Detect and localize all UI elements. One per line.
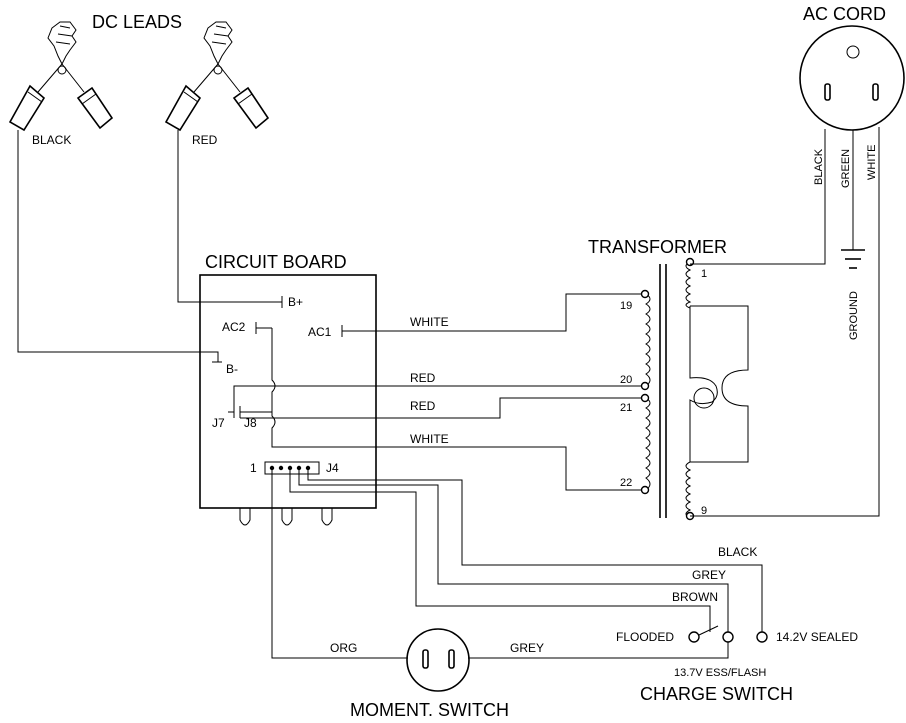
ground-label: GROUND [848, 291, 860, 340]
brown-switch-wire [289, 468, 711, 632]
sealed-label: 14.2V SEALED [776, 630, 858, 644]
white-wire-top-label: WHITE [410, 315, 449, 329]
circuit-board-title: CIRCUIT BOARD [205, 252, 347, 272]
transformer [645, 261, 749, 519]
red-lead-label: RED [192, 133, 218, 147]
j4-pin1-label: 1 [250, 461, 257, 475]
terminal-1-label: 1 [701, 268, 707, 280]
ac2-label: AC2 [222, 320, 246, 334]
grey-bottom-label: GREY [510, 641, 544, 655]
red-lead-wire [177, 130, 282, 303]
j8-label: J8 [244, 416, 257, 430]
terminal-9-label: 9 [701, 505, 707, 517]
terminal-20 [640, 381, 650, 391]
b-minus-label: B- [226, 362, 238, 376]
j4-pins [269, 465, 311, 471]
white-wire-bottom-label: WHITE [410, 432, 449, 446]
grey-top-label: GREY [692, 568, 726, 582]
red-clamp-icon [164, 21, 270, 132]
black-lead-wire [17, 130, 219, 362]
charge-switch-lever [698, 625, 719, 636]
ac-green-label: GREEN [840, 149, 852, 188]
moment-switch-title: MOMENT. SWITCH [350, 700, 509, 720]
black-clamp-icon [8, 21, 114, 132]
ground-icon [841, 249, 865, 269]
red-wire-j8 [240, 397, 642, 419]
dc-leads-title: DC LEADS [92, 12, 182, 32]
ac-black-label: BLACK [813, 148, 825, 185]
j7-label: J7 [212, 416, 225, 430]
red-wire-top-label: RED [410, 371, 436, 385]
org-wire [271, 468, 408, 659]
terminal-22-label: 22 [620, 477, 632, 489]
charge-switch-title: CHARGE SWITCH [640, 684, 793, 704]
terminal-20-label: 20 [620, 374, 632, 386]
b-plus-label: B+ [288, 295, 303, 309]
ac1-label: AC1 [308, 325, 332, 339]
j4-connector [264, 461, 320, 475]
brown-label: BROWN [672, 590, 718, 604]
red-wire-bottom-label: RED [410, 399, 436, 413]
ac-white-label: WHITE [866, 145, 878, 180]
terminal-19-label: 19 [620, 300, 632, 312]
white-wire-ac2 [271, 412, 642, 491]
terminal-19 [640, 289, 650, 299]
black-lead-label: BLACK [32, 133, 71, 147]
black-switch-wire-label: BLACK [718, 545, 757, 559]
sealed-contact [756, 631, 768, 643]
ac-plug-icon [799, 25, 905, 131]
common-contact [722, 631, 734, 643]
board-feet [239, 508, 333, 526]
terminal-21-label: 21 [620, 402, 632, 414]
red-wire-j7 [233, 385, 642, 412]
black-switch-wire [307, 468, 763, 633]
j4-label: J4 [326, 461, 339, 475]
ess-label: 13.7V ESS/FLASH [674, 667, 766, 679]
flooded-label: FLOODED [616, 630, 674, 644]
flooded-contact [688, 631, 700, 643]
transformer-title: TRANSFORMER [588, 237, 727, 257]
ac-cord-title: AC CORD [803, 4, 886, 24]
white-wire-ac1 [342, 293, 642, 332]
ac-black-wire [690, 129, 826, 265]
terminal-21 [640, 393, 650, 403]
circuit-board [199, 274, 377, 509]
grey-switch-wire [298, 468, 729, 633]
terminal-22 [640, 485, 650, 495]
ac-white-wire [690, 127, 880, 517]
org-label: ORG [330, 641, 357, 655]
momentary-switch-icon [406, 628, 470, 692]
grey-bottom-wire [468, 642, 729, 659]
